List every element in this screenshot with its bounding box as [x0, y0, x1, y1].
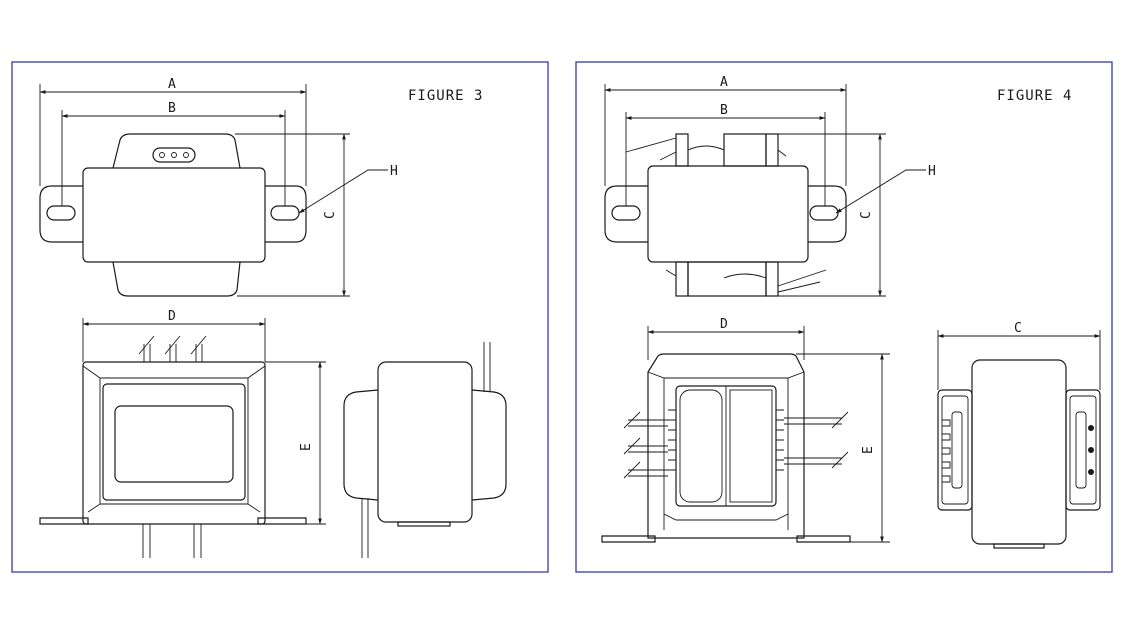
figure-4-border	[575, 61, 1113, 573]
figure-3-dim-c: C	[235, 133, 350, 297]
figure-4-dim-c: C	[778, 133, 886, 297]
figure-4-dim-a: A	[604, 75, 847, 186]
dim-label-c2-fig4: C	[1014, 321, 1022, 336]
figure-3-dim-a: A	[39, 77, 307, 186]
figure-4-dim-c2: C	[937, 321, 1101, 390]
figure-3-dim-h: H	[298, 164, 398, 214]
dim-label-b: B	[168, 101, 176, 116]
figure-3-side-view	[343, 342, 507, 558]
figure-3-front-view	[39, 335, 307, 558]
figure-4-dim-d: D	[647, 317, 805, 360]
dim-label-h: H	[390, 164, 398, 179]
dim-label-d: D	[168, 309, 176, 324]
figure-4-top-view	[604, 133, 847, 297]
figure-3-dim-d: D	[82, 309, 266, 362]
dim-label-h-fig4: H	[928, 164, 936, 179]
dim-label-b-fig4: B	[720, 103, 728, 118]
figure-3-dim-e: E	[265, 361, 326, 525]
figure-3-dim-b: B	[61, 101, 286, 206]
dim-label-a: A	[168, 77, 176, 92]
dim-label-c-fig4: C	[859, 211, 874, 219]
dim-label-c: C	[323, 211, 338, 219]
dim-label-e: E	[299, 443, 314, 451]
figure-4-panel: FIGURE 4	[575, 61, 1113, 573]
figure-3-top-view	[39, 133, 307, 297]
dim-label-d-fig4: D	[720, 317, 728, 332]
figure-3-panel: FIGURE 3 A	[11, 61, 549, 573]
figure-3-border	[11, 61, 549, 573]
figure-4-dim-e: E	[796, 353, 890, 543]
dim-label-a-fig4: A	[720, 75, 728, 90]
figure-4-dim-b: B	[625, 103, 826, 206]
figure-3-title: FIGURE 3	[408, 88, 483, 104]
figure-4-title: FIGURE 4	[997, 88, 1072, 104]
figure-4-dim-h: H	[835, 164, 936, 214]
dim-label-e-fig4: E	[861, 446, 876, 454]
figure-4-front-view	[601, 353, 851, 543]
figure-4-side-view	[937, 359, 1101, 549]
